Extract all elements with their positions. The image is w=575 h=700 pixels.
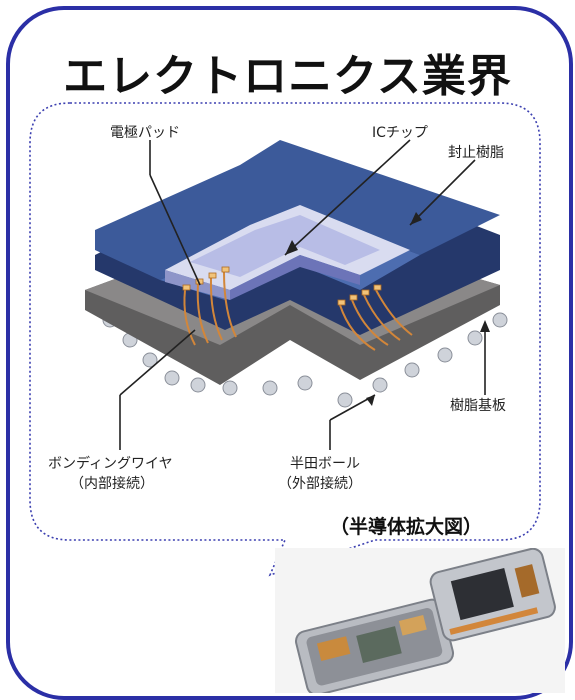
label-ic-chip: ICチップ <box>372 125 428 141</box>
label-solder-ball: 半田ボール <box>290 456 360 472</box>
leader-lines <box>119 139 486 450</box>
label-sealing-resin: 封止樹脂 <box>448 145 504 161</box>
arrow-heads <box>285 212 490 406</box>
label-bonding-wire-sub: （内部接続） <box>70 475 154 492</box>
electrode-pads <box>182 266 382 306</box>
device-photo <box>275 548 565 693</box>
page-title: エレクトロニクス業界 <box>63 51 512 102</box>
label-solder-ball-sub: （外部接続） <box>278 475 362 492</box>
diagram-caption: （半導体拡大図） <box>330 516 483 538</box>
label-resin-substrate: 樹脂基板 <box>450 397 506 414</box>
label-electrode-pad: 電極パッド <box>110 125 180 141</box>
bonding-wires <box>183 271 413 351</box>
label-bonding-wire: ボンディングワイヤ <box>48 455 173 472</box>
